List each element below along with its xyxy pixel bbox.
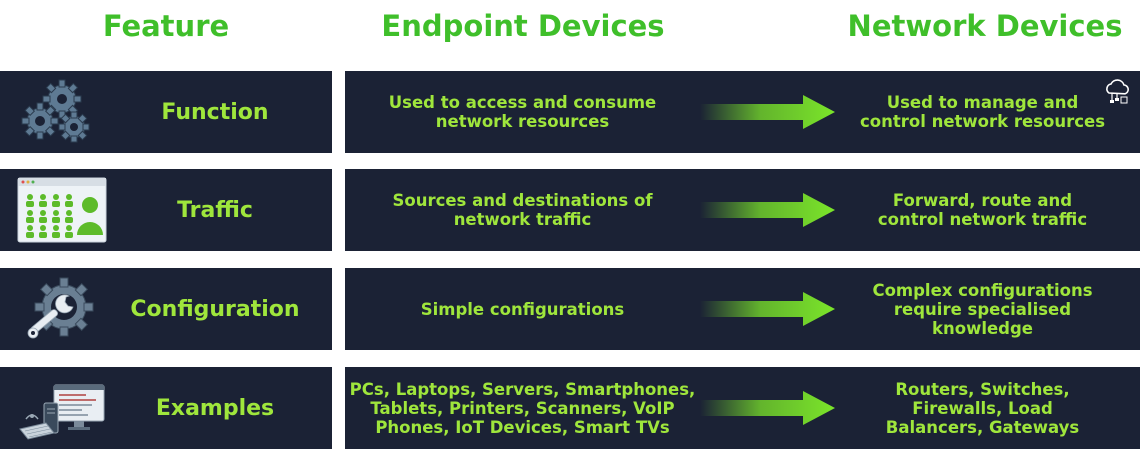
network-description: Forward, route and control network traff…: [877, 191, 1088, 229]
network-devices-column-header: Network Devices: [847, 9, 1123, 43]
traffic-users-screen-icon: [17, 177, 107, 243]
network-description: Used to manage and control network resou…: [859, 93, 1106, 131]
feature-label: Configuration: [130, 296, 300, 322]
right-arrow-icon: [700, 292, 835, 326]
feature-column-header: Feature: [102, 9, 230, 43]
row-traffic: Traffic Sources and destinations of netw…: [0, 169, 1140, 251]
wrench-gear-icon: [27, 277, 94, 339]
network-description: Routers, Switches, Firewalls, Load Balan…: [885, 379, 1080, 437]
right-arrow-icon: [700, 95, 835, 129]
feature-cell: Traffic: [0, 169, 332, 251]
endpoint-description: Used to access and consume network resou…: [388, 93, 657, 131]
cloud-network-icon: [1106, 79, 1129, 104]
feature-cell: Configuration: [0, 268, 332, 350]
comparison-cell: Simple configurations Complex configurat…: [345, 268, 1140, 350]
endpoint-devices-column-header: Endpoint Devices: [381, 9, 665, 43]
row-examples: Examples PCs, Laptops, Servers, Smartpho…: [0, 367, 1140, 449]
row-configuration: Configuration Simple configurations Comp…: [0, 268, 1140, 350]
feature-label: Traffic: [177, 197, 253, 223]
feature-label: Function: [161, 99, 269, 125]
feature-cell: Function: [0, 71, 332, 153]
network-description: Complex configurations require specialis…: [872, 280, 1093, 338]
right-arrow-icon: [700, 193, 835, 227]
endpoint-description: Sources and destinations of network traf…: [392, 191, 653, 229]
comparison-cell: PCs, Laptops, Servers, Smartphones, Tabl…: [345, 367, 1140, 449]
comparison-cell: Sources and destinations of network traf…: [345, 169, 1140, 251]
gears-icon: [21, 79, 90, 143]
feature-label: Examples: [155, 395, 275, 421]
row-function: Function Used to access and consume netw…: [0, 71, 1140, 153]
endpoint-description: PCs, Laptops, Servers, Smartphones, Tabl…: [349, 379, 696, 437]
right-arrow-icon: [700, 391, 835, 425]
feature-cell: Examples: [0, 367, 332, 449]
endpoint-description: Simple configurations: [420, 299, 625, 319]
comparison-cell: Used to access and consume network resou…: [345, 71, 1140, 153]
computer-devices-icon: [19, 384, 105, 440]
